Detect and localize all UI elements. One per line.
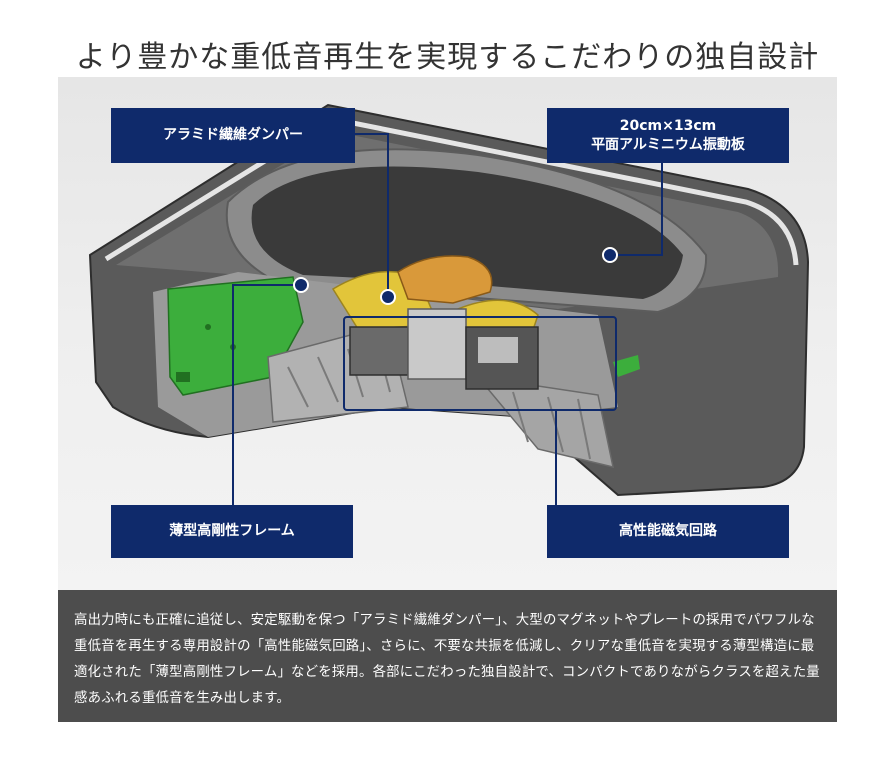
leader-damper xyxy=(355,133,389,295)
description-text: 高出力時にも正確に追従し、安定駆動を保つ「アラミド繊維ダンパー」、大型のマグネッ… xyxy=(74,613,820,706)
housing-rim xyxy=(104,116,799,266)
description-box: 高出力時にも正確に追従し、安定駆動を保つ「アラミド繊維ダンパー」、大型のマグネッ… xyxy=(58,590,837,722)
callout-diaphragm-size: 20cm×13cm xyxy=(619,117,717,134)
callout-aramid-damper: アラミド繊維ダンパー xyxy=(111,108,355,163)
marker-frame xyxy=(293,277,309,293)
voice-coil xyxy=(397,255,493,304)
pole-piece xyxy=(407,308,467,380)
speaker-cutaway-diagram: アラミド繊維ダンパー 20cm×13cm 平面アルミニウム振動板 薄型高剛性フレ… xyxy=(58,77,837,590)
marker-damper xyxy=(380,289,396,305)
callout-thin-frame: 薄型高剛性フレーム xyxy=(111,505,353,558)
leader-diaphragm xyxy=(610,163,663,256)
speaker-illustration xyxy=(88,103,810,505)
callout-diaphragm-name: 平面アルミニウム振動板 xyxy=(591,136,745,153)
leader-lines xyxy=(232,133,663,505)
callout-thin-frame-label: 薄型高剛性フレーム xyxy=(169,523,295,539)
callout-aluminum-diaphragm: 20cm×13cm 平面アルミニウム振動板 xyxy=(547,108,789,163)
magnet-left xyxy=(349,326,409,376)
flat-diaphragm xyxy=(251,166,684,299)
callout-magnetic-circuit-label: 高性能磁気回路 xyxy=(619,523,717,539)
callout-aramid-damper-label: アラミド繊維ダンパー xyxy=(163,127,303,143)
marker-diaphragm xyxy=(602,247,618,263)
magnetic-circuit-highlight xyxy=(343,316,617,411)
callout-magnetic-circuit: 高性能磁気回路 xyxy=(547,505,789,558)
page-title: より豊かな重低音再生を実現するこだわりの独自設計 xyxy=(75,40,820,76)
leader-frame xyxy=(232,284,301,505)
